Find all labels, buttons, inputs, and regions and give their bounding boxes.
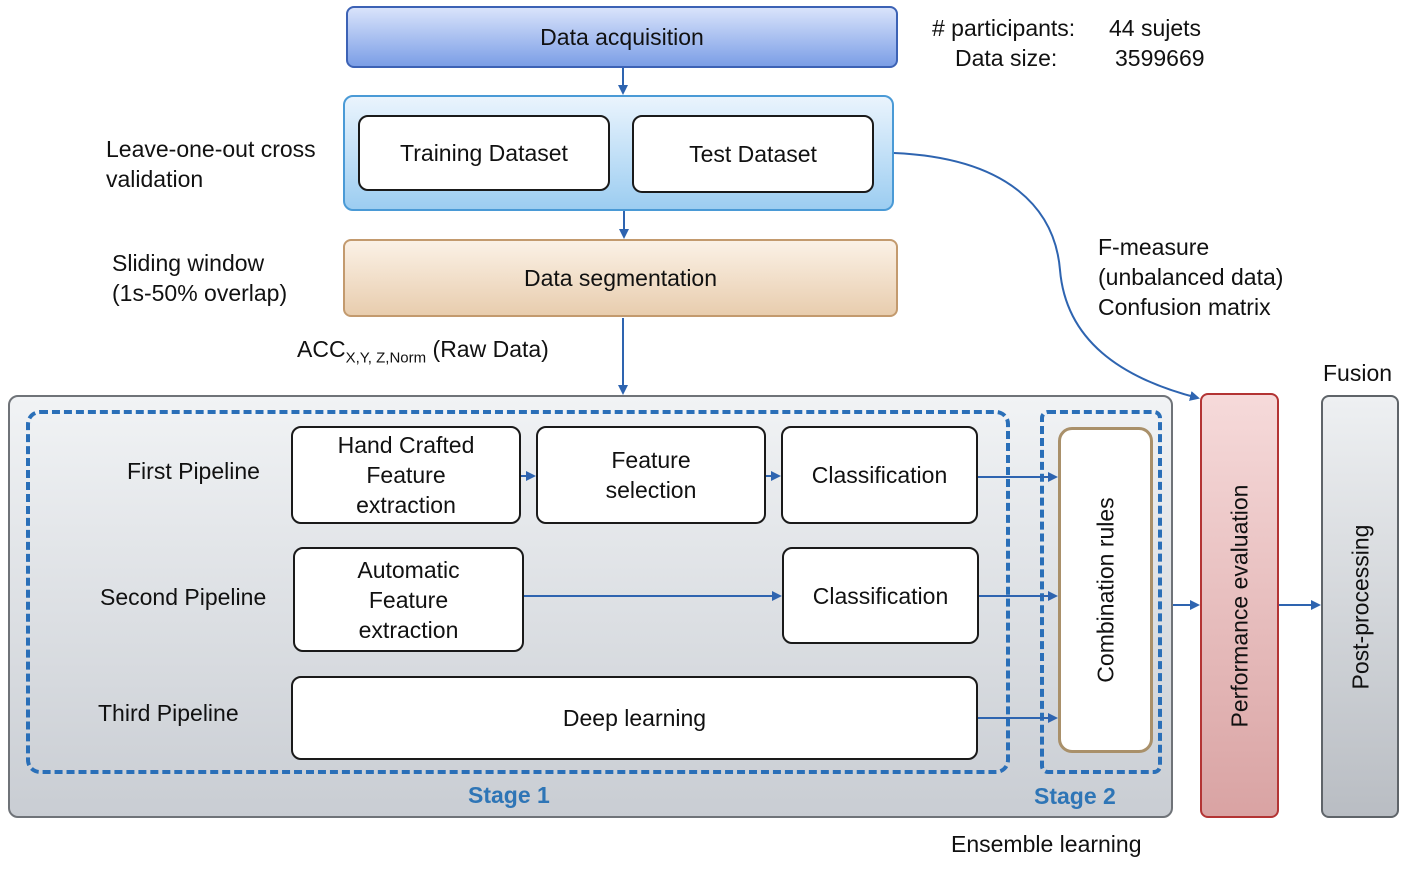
- classification-box-2: Classification: [782, 547, 979, 644]
- participants-key: # participants:: [932, 15, 1076, 41]
- cross-validation-label-2: validation: [106, 166, 204, 192]
- training-dataset-label: Training Dataset: [400, 140, 568, 166]
- hand-crafted-line-1: Hand Crafted: [337, 432, 475, 458]
- hand-crafted-line-2: Feature: [366, 462, 446, 488]
- performance-evaluation-box: Performance evaluation: [1200, 393, 1279, 818]
- metrics-label-2: (unbalanced data): [1098, 264, 1284, 290]
- second-pipeline-label: Second Pipeline: [100, 584, 267, 610]
- automatic-line-1: Automatic: [357, 556, 460, 583]
- cross-validation-label-1: Leave-one-out cross: [106, 136, 316, 162]
- classification-box-1: Classification: [781, 426, 978, 524]
- feature-selection-line-2: selection: [605, 477, 697, 503]
- automatic-line-2: Feature: [368, 586, 449, 613]
- first-pipeline-label: First Pipeline: [127, 458, 260, 484]
- third-pipeline-label: Third Pipeline: [98, 700, 239, 726]
- sliding-window-label-1: Sliding window: [112, 250, 265, 276]
- test-dataset-box: Test Dataset: [632, 115, 874, 193]
- arrow-test-dataset-to-performance: [893, 152, 1200, 401]
- deep-learning-box: Deep learning: [291, 676, 978, 760]
- data-acquisition-label: Data acquisition: [540, 24, 704, 50]
- acc-main-text: ACC: [297, 336, 346, 362]
- combination-rules-box: Combination rules: [1058, 427, 1153, 753]
- sliding-window-label-2: (1s-50% overlap): [112, 280, 288, 306]
- classification-2-label: Classification: [812, 582, 949, 609]
- fusion-label: Fusion: [1323, 360, 1393, 386]
- automatic-line-3: extraction: [358, 616, 459, 643]
- stage2-label: Stage 2: [1034, 783, 1116, 809]
- training-dataset-box: Training Dataset: [358, 115, 610, 191]
- stage1-label: Stage 1: [468, 782, 550, 808]
- acc-suffix-text: (Raw Data): [426, 336, 549, 362]
- acc-subscript: X,Y, Z,Norm: [345, 349, 427, 367]
- stage2-region: [1040, 410, 1162, 774]
- metrics-label-3: Confusion matrix: [1098, 294, 1271, 320]
- test-dataset-label: Test Dataset: [689, 141, 817, 167]
- participants-value: 44 sujets: [1109, 15, 1202, 41]
- metrics-label-1: F-measure: [1098, 234, 1210, 260]
- deep-learning-label: Deep learning: [562, 705, 707, 731]
- data-acquisition-box: Data acquisition: [346, 6, 898, 68]
- feature-selection-box: Feature selection: [536, 426, 766, 524]
- stage1-region: [26, 410, 1010, 774]
- data-size-key: Data size:: [955, 45, 1058, 71]
- data-segmentation-label: Data segmentation: [523, 265, 718, 291]
- ensemble-learning-label: Ensemble learning: [951, 831, 1142, 857]
- acc-raw-data-label: ACCX,Y, Z,Norm (Raw Data): [297, 334, 549, 366]
- hand-crafted-line-3: extraction: [356, 492, 456, 518]
- hand-crafted-feature-extraction-box: Hand Crafted Feature extraction: [291, 426, 521, 524]
- post-processing-box: Post-processing: [1321, 395, 1399, 818]
- data-size-value: 3599669: [1115, 45, 1205, 71]
- automatic-feature-extraction-box: Automatic Feature extraction: [293, 547, 524, 652]
- classification-1-label: Classification: [811, 462, 948, 488]
- data-segmentation-box: Data segmentation: [343, 239, 898, 317]
- feature-selection-line-1: Feature: [611, 447, 691, 473]
